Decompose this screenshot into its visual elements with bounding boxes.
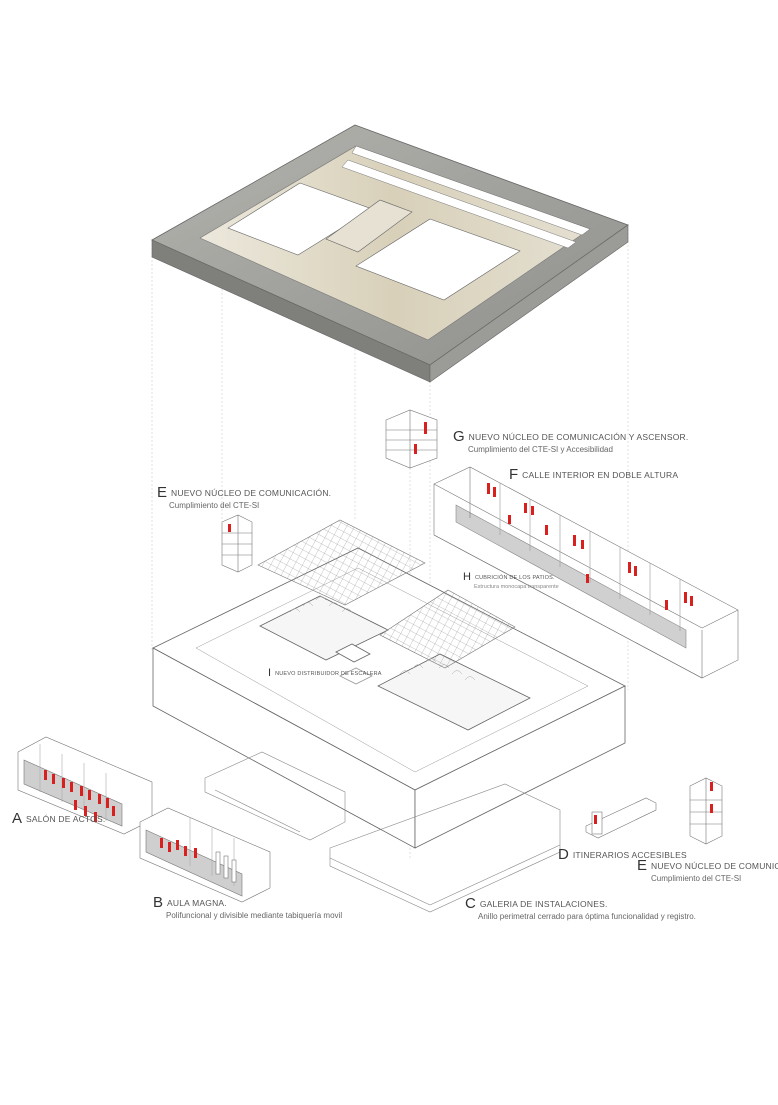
main-building [152, 547, 626, 849]
label-F-title: CALLE INTERIOR EN DOBLE ALTURA [522, 470, 679, 480]
courtyard-covers-H [257, 519, 516, 669]
label-G-letter: G [453, 428, 465, 445]
label-G-title: NUEVO NÚCLEO DE COMUNICACIÓN Y ASCENSOR. [468, 432, 689, 442]
label-I-title: NUEVO DISTRIBUIDOR DE ESCALERA [275, 671, 382, 677]
core-E-left [221, 514, 253, 573]
label-E1-sub: Cumplimiento del CTE-SI [169, 501, 260, 511]
core-E-right [689, 777, 723, 845]
label-G-sub: Cumplimiento del CTE-SI y Accesibilidad [468, 445, 613, 455]
label-H-letter: H [463, 571, 471, 583]
label-B-sub: Polifuncional y divisible mediante tabiq… [166, 911, 343, 921]
label-A-letter: A [12, 810, 23, 827]
label-B-letter: B [153, 894, 164, 911]
label-E2-title: NUEVO NÚCLEO DE COMUNICACIÓN. [651, 861, 778, 871]
label-C-title: GALERIA DE INSTALACIONES. [479, 899, 608, 909]
label-E2-sub: Cumplimiento del CTE-SI [651, 874, 742, 884]
label-C-sub: Anillo perimetral cerrado para óptima fu… [478, 912, 696, 922]
label-E1-letter: E [157, 484, 168, 501]
label-F-letter: F [509, 466, 519, 483]
roof-plate [151, 124, 629, 383]
label-D-letter: D [558, 846, 569, 863]
label-E2-letter: E [637, 857, 648, 874]
label-B-title: AULA MAGNA. [167, 898, 227, 908]
hall-B [139, 807, 271, 903]
interior-street-F [433, 466, 739, 679]
label-H-sub: Estructura monocapa transparente [474, 583, 559, 590]
installations-gallery-C [204, 751, 561, 913]
label-I-letter: I [268, 667, 272, 679]
hall-A [17, 736, 153, 835]
accessible-itinerary-D [585, 797, 657, 839]
label-H-title: CUBRICIÓN DE LOS PATIOS. [474, 575, 555, 581]
label-E1-title: NUEVO NÚCLEO DE COMUNICACIÓN. [171, 488, 332, 498]
label-A-title: SALÓN DE ACTOS. [26, 814, 106, 824]
label-C-letter: C [465, 895, 476, 912]
core-G [385, 409, 438, 469]
label-D-title: ITINERARIOS ACCESIBLES [572, 850, 687, 860]
